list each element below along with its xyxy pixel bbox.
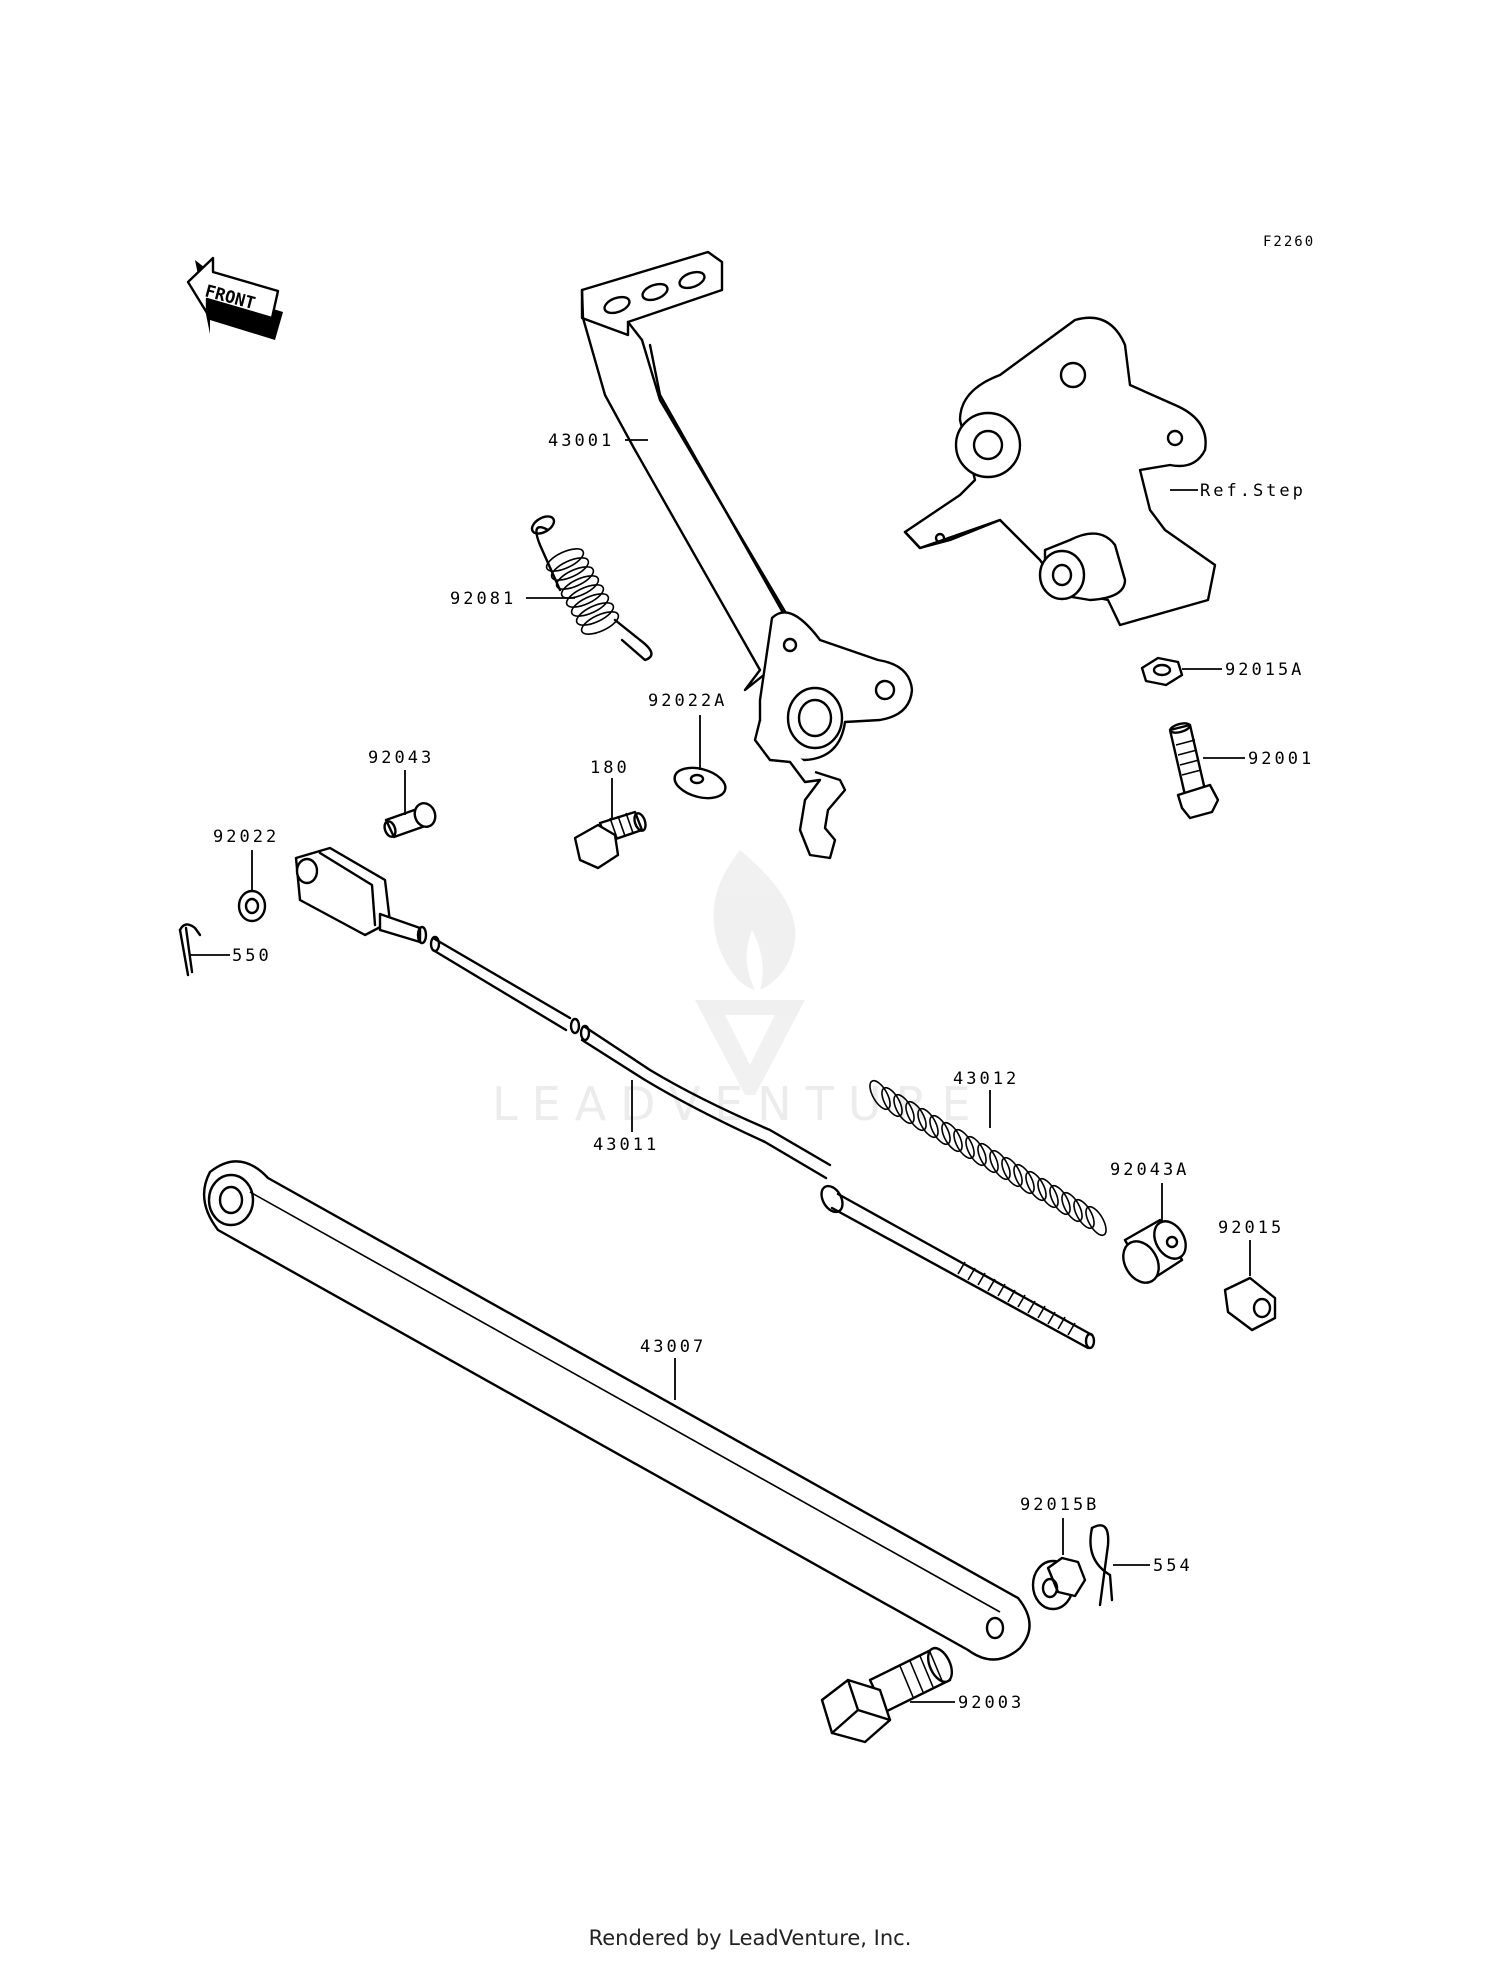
nut-92015: [1223, 1276, 1277, 1332]
footer-credit: Rendered by LeadVenture, Inc.: [588, 1926, 912, 1950]
trunnion-92043a: [1122, 1218, 1187, 1284]
callout-43011: 43011: [593, 1135, 659, 1155]
bolt-92001: [1168, 722, 1220, 820]
rod-spring-43012: [869, 1079, 1107, 1237]
washer-92022a: [673, 766, 727, 800]
leadventure-logo-icon: [695, 850, 805, 1095]
bolt-92003: [820, 1646, 954, 1744]
callout-92015: 92015: [1218, 1218, 1284, 1238]
callout-43012: 43012: [953, 1069, 1019, 1089]
return-spring-92081: [530, 515, 653, 662]
nut-92015a: [1140, 656, 1184, 687]
callout-92001: 92001: [1248, 749, 1314, 769]
brake-link-43007: [202, 1160, 1031, 1661]
callout-92015b: 92015B: [1020, 1495, 1099, 1515]
front-direction-arrow-icon: FRONT: [186, 256, 283, 340]
callout-43001: 43001: [548, 431, 614, 451]
callout-92081: 92081: [450, 589, 516, 609]
callout-180: 180: [590, 758, 630, 778]
clevis-pin-92043: [383, 802, 437, 839]
callout-92043a: 92043A: [1110, 1160, 1189, 1180]
callout-554: 554: [1153, 1556, 1193, 1576]
step-bracket-ref: [903, 316, 1217, 627]
r-clip-554: [1089, 1524, 1114, 1607]
callout-43007: 43007: [640, 1337, 706, 1357]
drawing-code: F2260: [1263, 234, 1315, 250]
flange-nut-92015b: [1031, 1556, 1087, 1611]
callout-ref-step: Ref.Step: [1200, 481, 1306, 501]
callout-92022: 92022: [213, 827, 279, 847]
callout-550: 550: [232, 946, 272, 966]
callout-92015a: 92015A: [1225, 660, 1304, 680]
callout-92022a: 92022A: [648, 691, 727, 711]
cotter-pin-550: [178, 923, 202, 977]
callout-92043: 92043: [368, 748, 434, 768]
bolt-180: [573, 810, 647, 870]
brake-pedal-43001: [580, 250, 914, 860]
callout-92003: 92003: [958, 1693, 1024, 1713]
brake-rod-43011: [294, 846, 1096, 1350]
washer-92022: [237, 889, 267, 923]
